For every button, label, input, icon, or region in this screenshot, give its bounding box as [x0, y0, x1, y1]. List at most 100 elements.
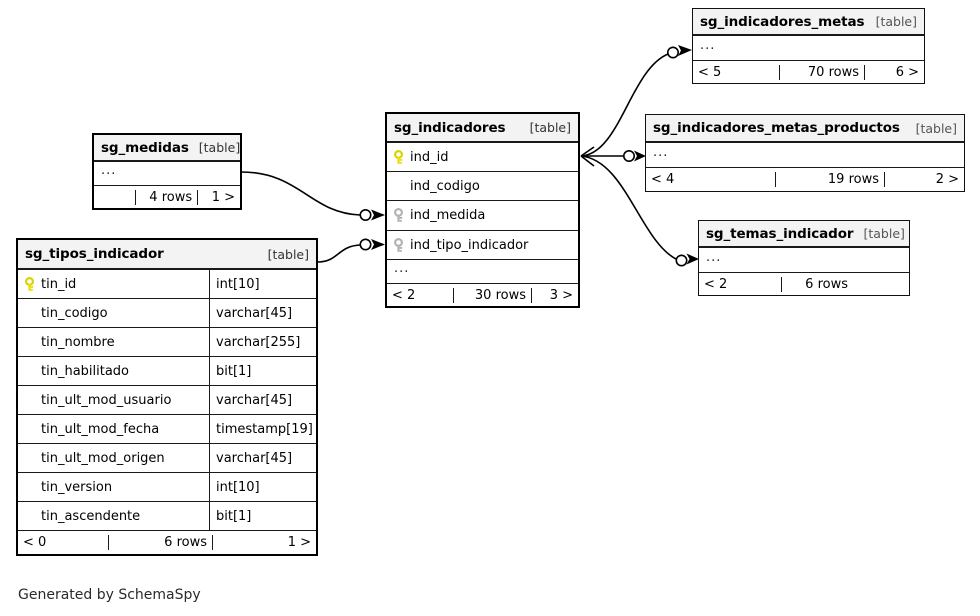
footer-children-count: 2 >: [884, 172, 964, 187]
column-row-ind-codigo[interactable]: ind_codigo: [387, 171, 578, 200]
key-spacer: [24, 393, 41, 408]
table-footer: 4 rows 1 >: [94, 185, 240, 208]
column-label: tin_ult_mod_origen: [41, 450, 165, 466]
footer-parents-count: < 0: [23, 535, 47, 550]
column-label: tin_id: [41, 276, 77, 292]
key-spacer: [24, 306, 41, 321]
column-label: tin_nombre: [41, 334, 115, 350]
arrow-ind-medida: [371, 209, 385, 221]
column-name-cell: tin_ult_mod_origen: [18, 451, 209, 466]
column-name-cell: tin_ascendente: [18, 509, 209, 524]
column-label: ind_tipo_indicador: [410, 237, 529, 253]
footer-row-count: 30 rows: [453, 287, 531, 303]
footer-parents-count: < 4: [651, 172, 675, 187]
column-row-ind-medida[interactable]: ind_medida: [387, 200, 578, 230]
primary-key-icon: [24, 276, 41, 292]
footer-children-count: 3 >: [531, 287, 578, 303]
footer-row-count: 4 rows: [134, 189, 197, 205]
table-title: sg_indicadores: [394, 119, 506, 136]
table-footer: < 4 19 rows 2 >: [646, 167, 964, 191]
column-label: ind_codigo: [410, 178, 480, 194]
ellipsis-label: ...: [700, 37, 716, 53]
column-row-tin-version[interactable]: tin_version int[10]: [18, 472, 316, 502]
table-type-tag: [table]: [529, 120, 571, 135]
arrow-metas: [678, 45, 692, 56]
edge-medidas-to-ind-medida: [240, 171, 361, 216]
table-type-tag: [table]: [915, 120, 957, 136]
table-ellipsis-row: ...: [94, 161, 240, 185]
table-type-tag: [table]: [267, 246, 309, 262]
key-spacer: [24, 335, 41, 350]
footer-parents-count: < 2: [704, 276, 728, 292]
table-title: sg_medidas: [101, 139, 189, 156]
column-row-tin-ascendente[interactable]: tin_ascendente bit[1]: [18, 501, 316, 531]
table-ellipsis-row: ...: [699, 247, 909, 272]
table-header: sg_indicadores_metas [table]: [693, 9, 924, 35]
key-spacer: [24, 364, 41, 379]
column-name-cell: ind_codigo: [387, 179, 578, 194]
edge-circle-metas-productos: [622, 150, 635, 163]
foreign-key-icon: [393, 208, 410, 223]
ellipsis-label: ...: [706, 249, 722, 265]
column-name-cell: tin_ult_mod_usuario: [18, 393, 209, 408]
column-name-cell: ind_medida: [387, 208, 578, 223]
table-footer: < 0 6 rows 1 >: [18, 530, 316, 554]
footer-row-count: 70 rows: [779, 64, 864, 80]
column-label: tin_ult_mod_usuario: [41, 392, 172, 408]
column-name-cell: tin_id: [18, 277, 209, 292]
footer-children-count: 1 >: [197, 189, 240, 205]
column-name-cell: tin_version: [18, 480, 209, 495]
column-label: ind_medida: [410, 208, 486, 223]
primary-key-icon: [393, 149, 410, 165]
column-row-tin-nombre[interactable]: tin_nombre varchar[255]: [18, 327, 316, 357]
column-name-cell: tin_codigo: [18, 306, 209, 321]
column-name-cell: ind_tipo_indicador: [387, 238, 578, 253]
column-type: varchar[255]: [209, 327, 316, 357]
foreign-key-icon: [393, 237, 410, 253]
column-row-tin-ult-mod-origen[interactable]: tin_ult_mod_origen varchar[45]: [18, 443, 316, 473]
edge-circle-metas: [666, 46, 679, 59]
column-label: tin_ascendente: [41, 508, 141, 524]
key-spacer: [393, 179, 410, 194]
edge-circle-ind-tipo: [359, 238, 372, 251]
column-row-tin-id[interactable]: tin_id int[10]: [18, 269, 316, 299]
table-sg-tipos-indicador[interactable]: sg_tipos_indicador [table] tin_id int[10…: [16, 238, 318, 556]
table-header: sg_temas_indicador [table]: [699, 221, 909, 247]
ellipsis-label: ...: [394, 261, 410, 276]
column-row-tin-habilitado[interactable]: tin_habilitado bit[1]: [18, 356, 316, 386]
key-spacer: [24, 451, 41, 466]
table-type-tag: [table]: [863, 226, 905, 241]
ellipsis-label: ...: [653, 144, 669, 160]
column-name-cell: tin_nombre: [18, 335, 209, 350]
column-row-tin-ult-mod-usuario[interactable]: tin_ult_mod_usuario varchar[45]: [18, 385, 316, 415]
arrow-ind-tipo: [371, 239, 385, 250]
column-row-ind-id[interactable]: ind_id: [387, 142, 578, 171]
column-type: int[10]: [209, 269, 316, 299]
edge-tipos-to-ind-tipo: [317, 244, 361, 263]
fan-upper: [580, 146, 595, 157]
column-row-tin-ult-mod-fecha[interactable]: tin_ult_mod_fecha timestamp[19]: [18, 414, 316, 444]
ellipsis-label: ...: [101, 163, 117, 178]
column-row-tin-codigo[interactable]: tin_codigo varchar[45]: [18, 298, 316, 328]
footer-parents-count: < 5: [698, 64, 722, 80]
table-header: sg_medidas [table]: [94, 135, 240, 161]
table-ellipsis-row: ...: [387, 259, 578, 283]
footer-children-count: 6 >: [864, 64, 924, 80]
table-header: sg_indicadores [table]: [387, 114, 578, 142]
table-type-tag: [table]: [198, 140, 241, 155]
table-title: sg_indicadores_metas: [700, 13, 865, 30]
column-name-cell: tin_ult_mod_fecha: [18, 422, 209, 437]
table-sg-indicadores-metas[interactable]: sg_indicadores_metas [table] ... < 5 70 …: [692, 8, 925, 84]
table-title: sg_indicadores_metas_productos: [653, 120, 900, 136]
table-sg-temas-indicador[interactable]: sg_temas_indicador [table] ... < 2 6 row…: [698, 220, 910, 296]
column-row-ind-tipo-indicador[interactable]: ind_tipo_indicador: [387, 230, 578, 259]
table-ellipsis-row: ...: [646, 142, 964, 167]
table-sg-medidas[interactable]: sg_medidas [table] ... 4 rows 1 >: [92, 133, 242, 210]
table-sg-indicadores-metas-productos[interactable]: sg_indicadores_metas_productos [table] .…: [645, 114, 965, 192]
table-sg-indicadores[interactable]: sg_indicadores [table] ind_id ind_codigo: [385, 112, 580, 308]
footer-row-count: 6 rows: [781, 276, 853, 292]
table-type-tag: [table]: [875, 14, 917, 29]
table-header: sg_tipos_indicador [table]: [18, 240, 316, 269]
column-type: varchar[45]: [209, 298, 316, 328]
